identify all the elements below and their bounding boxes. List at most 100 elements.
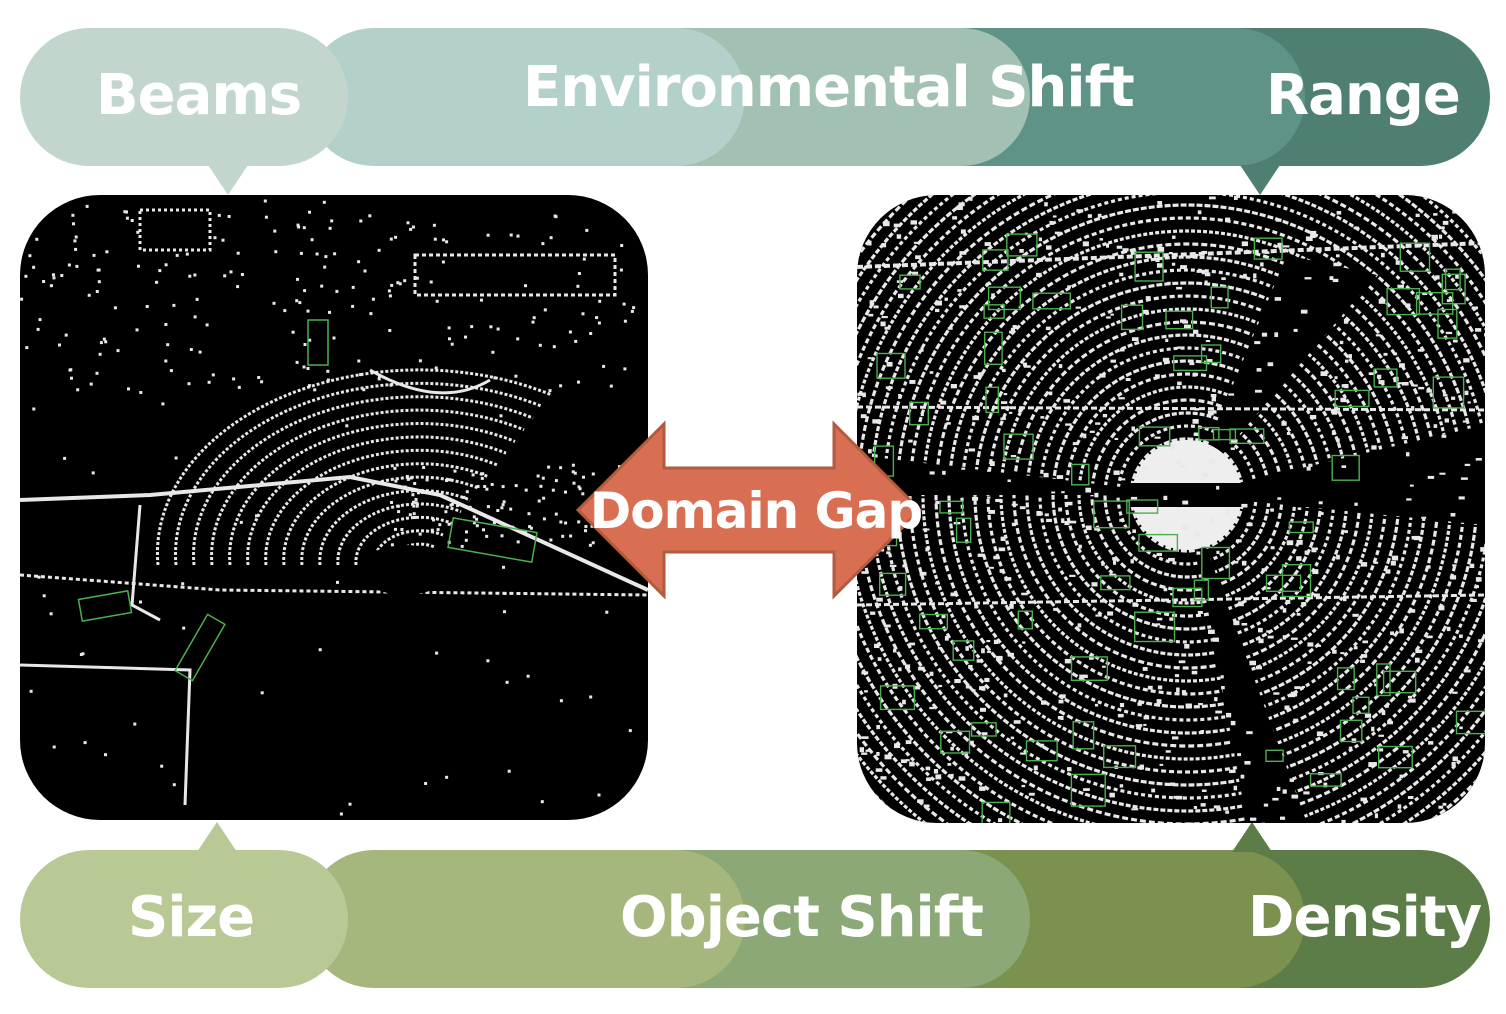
lidar-point <box>1216 485 1220 490</box>
lidar-point <box>571 470 575 474</box>
lidar-point <box>961 467 966 470</box>
lidar-point <box>1289 778 1295 782</box>
environmental-shift-label: Environmental Shift <box>523 55 1135 120</box>
lidar-point <box>1345 359 1349 363</box>
lidar-point <box>435 299 439 303</box>
lidar-point <box>113 306 117 310</box>
lidar-point <box>944 297 948 301</box>
lidar-point <box>1106 243 1110 248</box>
object-bounding-box <box>970 722 997 737</box>
lidar-point <box>1051 491 1056 494</box>
lidar-point <box>104 753 107 757</box>
object-bounding-box <box>77 589 133 623</box>
lidar-point <box>1077 623 1082 628</box>
lidar-point <box>348 802 352 806</box>
lidar-point <box>1184 644 1190 649</box>
lidar-point <box>1378 298 1386 304</box>
beams-label: Beams <box>96 63 302 128</box>
lidar-point <box>1010 455 1017 458</box>
lidar-point <box>1344 530 1348 534</box>
lidar-point <box>49 612 53 616</box>
lidar-point <box>929 471 935 475</box>
lidar-point <box>345 424 349 428</box>
lidar-point <box>1083 433 1087 439</box>
lidar-point <box>64 333 68 337</box>
lidar-point <box>1336 438 1340 443</box>
lidar-point <box>357 260 361 264</box>
lidar-point <box>541 476 545 480</box>
lidar-point <box>99 341 103 345</box>
lidar-point <box>1021 784 1026 788</box>
lidar-point <box>1381 710 1386 716</box>
lidar-point <box>1238 601 1244 607</box>
lidar-point <box>981 648 985 654</box>
lidar-point <box>1069 574 1076 577</box>
lidar-point <box>1360 562 1368 567</box>
lidar-point <box>1175 795 1183 800</box>
lidar-point <box>139 600 142 604</box>
lidar-point <box>868 449 872 454</box>
lidar-point <box>1193 532 1201 537</box>
object-bounding-box <box>1138 533 1179 552</box>
density-label: Density <box>1248 885 1482 950</box>
lidar-point <box>298 301 302 305</box>
lidar-point <box>1000 536 1006 541</box>
lidar-point <box>1332 649 1337 654</box>
lidar-point <box>1097 213 1102 218</box>
lidar-point <box>873 305 879 309</box>
lidar-point <box>1094 703 1099 707</box>
lidar-point <box>860 414 867 419</box>
lidar-point <box>1360 659 1365 663</box>
lidar-point <box>389 383 393 387</box>
lidar-point <box>1274 297 1281 301</box>
lidar-point <box>1099 373 1106 378</box>
lidar-point <box>1234 561 1239 564</box>
lidar-point <box>444 510 448 514</box>
lidar-point <box>1275 218 1282 222</box>
object-bounding-box <box>1134 251 1164 282</box>
lidar-point <box>868 313 874 317</box>
lidar-point <box>1189 254 1196 258</box>
domain-gap-label: Domain Gap <box>590 482 922 540</box>
lidar-point <box>1266 630 1271 633</box>
lidar-point <box>1422 292 1428 296</box>
lidar-point <box>1040 416 1045 419</box>
lidar-point <box>1197 210 1202 215</box>
object-bounding-box <box>1070 656 1108 681</box>
right-lidar-panel <box>857 195 1485 823</box>
lidar-point <box>1094 492 1099 498</box>
object-bounding-box <box>1376 663 1391 697</box>
lidar-point <box>950 384 958 389</box>
lidar-point <box>549 236 553 240</box>
lidar-point <box>960 229 966 234</box>
lidar-point <box>116 349 120 353</box>
lidar-point <box>1113 470 1120 475</box>
object-bounding-box <box>982 249 1009 271</box>
object-bounding-box <box>1378 745 1413 769</box>
lidar-point <box>1230 720 1236 726</box>
scan-ring <box>300 475 480 566</box>
lidar-point <box>1407 695 1413 699</box>
lidar-point <box>918 666 925 671</box>
lidar-point <box>1427 475 1435 479</box>
lidar-point <box>977 372 984 376</box>
lidar-point <box>500 534 504 538</box>
lidar-point <box>412 512 416 516</box>
lidar-point <box>1220 675 1224 679</box>
lidar-point <box>1119 703 1125 708</box>
lidar-point <box>1255 665 1262 670</box>
lidar-point <box>1450 575 1457 580</box>
building-outline <box>413 253 617 297</box>
lidar-point <box>1411 536 1415 540</box>
lidar-point <box>1058 364 1063 369</box>
lidar-point <box>1433 213 1438 216</box>
lidar-point <box>1334 376 1338 380</box>
lidar-point <box>881 243 887 248</box>
lidar-point <box>1010 736 1015 740</box>
lidar-point <box>1012 325 1017 330</box>
lidar-point <box>476 485 480 488</box>
lidar-point <box>1261 568 1267 572</box>
lidar-point <box>72 222 75 226</box>
lidar-point <box>1020 752 1027 755</box>
lidar-point <box>880 776 887 780</box>
